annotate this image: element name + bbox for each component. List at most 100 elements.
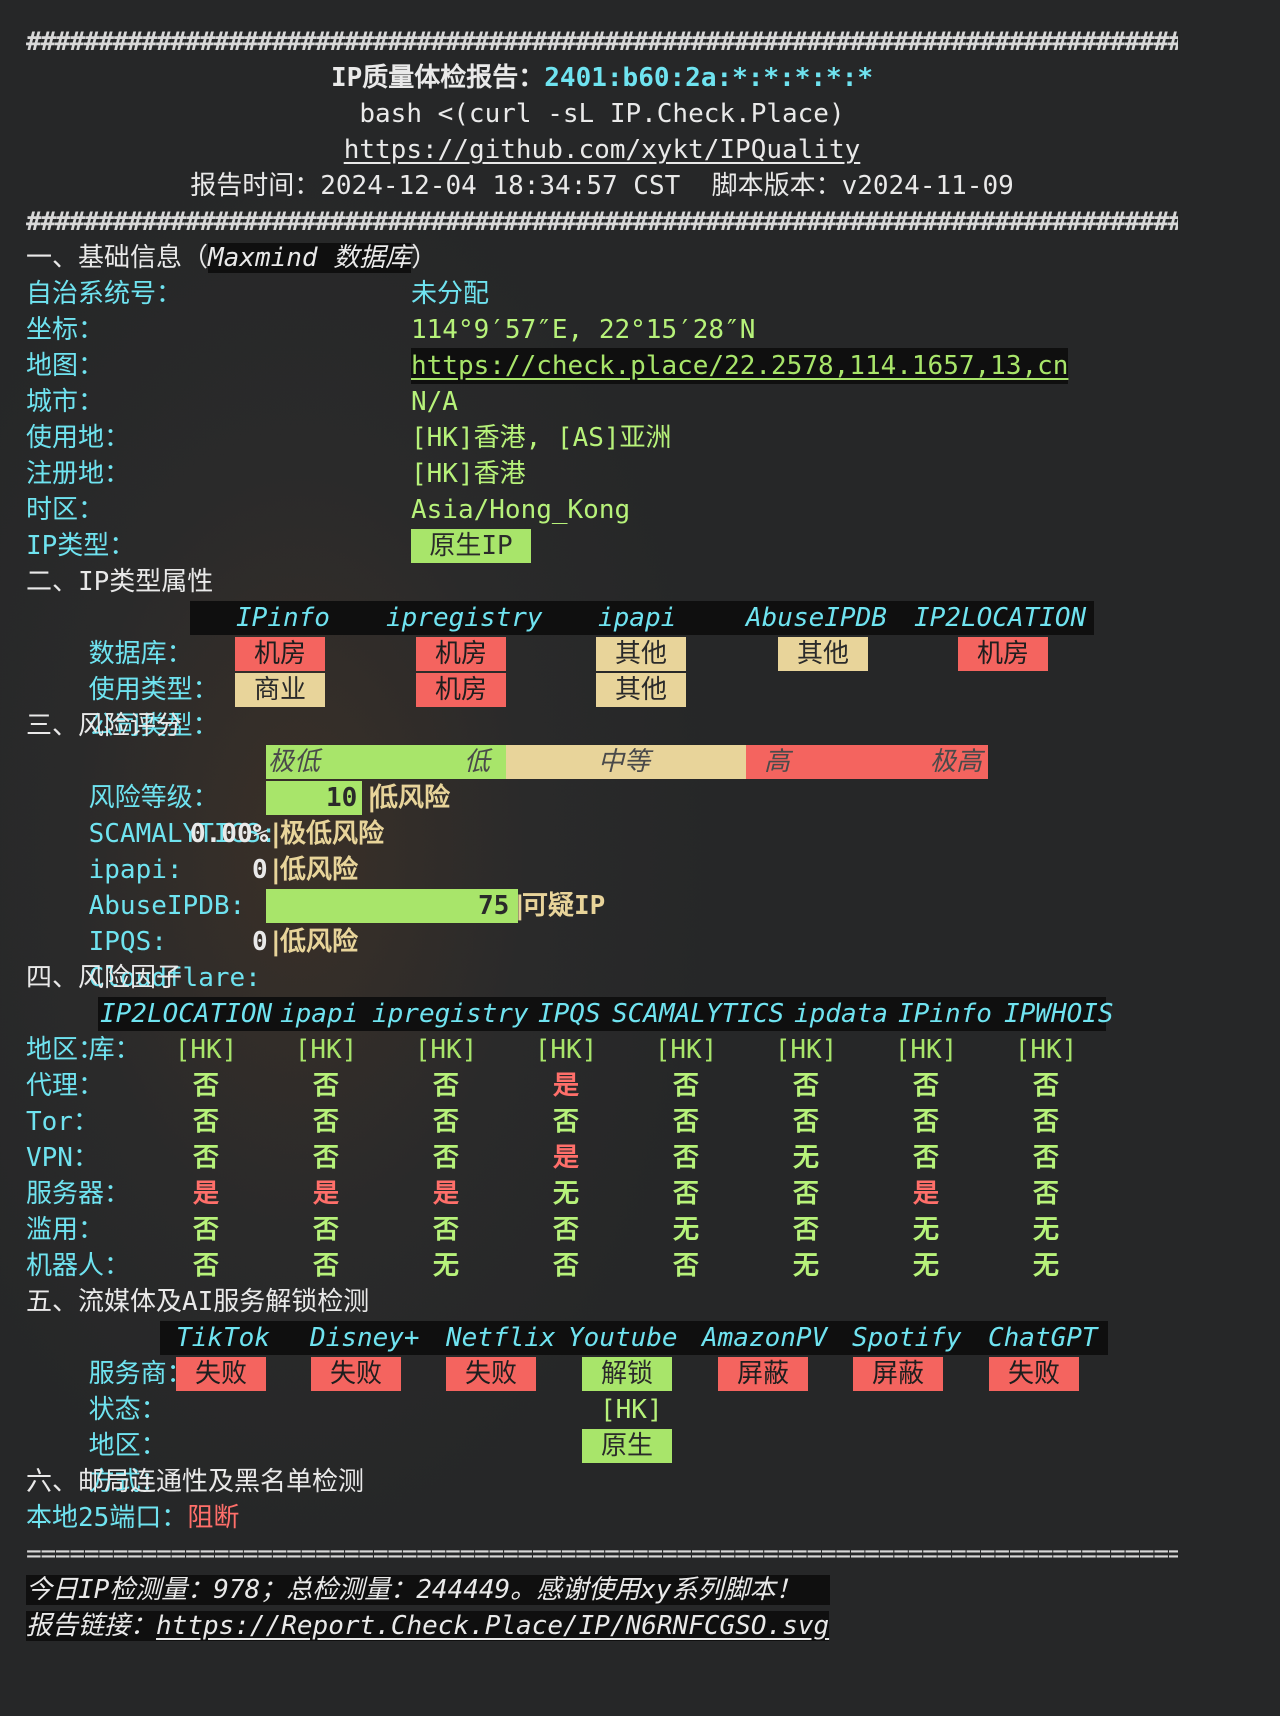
repo-link[interactable]: https://github.com/xykt/IPQuality: [343, 135, 861, 165]
factor-cell: [HK]: [654, 1035, 718, 1065]
type-db-header-bg: [190, 601, 1094, 635]
reg-place-row: 注册地：[HK]香港: [26, 456, 1186, 492]
risk-score: 0: [252, 927, 268, 957]
type-db-row: 数据库： IPinfo ipregistry ipapi AbuseIPDB I…: [26, 600, 1186, 669]
factor-lib-ipinfo: IPinfo: [898, 999, 992, 1029]
factor-cell: 是: [552, 1071, 579, 1101]
factor-cell: 无: [1032, 1215, 1059, 1245]
factor-cell: 否: [312, 1215, 339, 1245]
factor-row: Tor：否否否否否否否否: [26, 1104, 1186, 1140]
mail-port-row: 本地25端口：阻断: [26, 1500, 1186, 1536]
section-basic-title-end: ）: [411, 243, 438, 273]
factor-row-label: 滥用：: [26, 1215, 105, 1245]
report-title: IP质量体检报告：2401:b60:2a:*:*:*:*:*: [26, 60, 1178, 96]
footer-count-text: 今日IP检测量：978；总检测量：244449。感谢使用xy系列脚本！: [26, 1575, 830, 1605]
factor-cell: 否: [912, 1143, 939, 1173]
type-company-label: 公司类型：: [88, 711, 219, 741]
section-basic-db: Maxmind 数据库: [208, 243, 412, 273]
factor-cell: 是: [192, 1179, 219, 1209]
report-title-label: IP质量体检报告：: [330, 63, 545, 93]
factor-cell: 无: [792, 1143, 819, 1173]
risk-verdict: 低风险: [280, 927, 359, 957]
factor-cell: 是: [912, 1179, 939, 1209]
factor-cell: 是: [552, 1143, 579, 1173]
reg-place-label: 注册地：: [26, 459, 131, 489]
risk-bar-sep: |: [268, 855, 284, 885]
streaming-method-label: 方式：: [88, 1467, 167, 1497]
map-link[interactable]: https://check.place/22.2578,114.1657,13,…: [411, 348, 1069, 384]
streaming-status-row: 状态： 失败 失败 失败 解锁 屏蔽 屏蔽 失败: [26, 1356, 1186, 1425]
factor-lib-ipqs: IPQS: [538, 999, 601, 1029]
factor-cell: [HK]: [534, 1035, 598, 1065]
streaming-status-label: 状态：: [88, 1395, 167, 1425]
streaming-provider-row: 服务商： TikTok Disney+ Netflix Youtube Amaz…: [26, 1320, 1186, 1389]
map-label: 地图：: [26, 351, 105, 381]
asn-row: 自治系统号：未分配: [26, 276, 1186, 312]
risk-row-abuseipdb: AbuseIPDB: 0 | 低风险: [26, 852, 1186, 921]
mail-port-status: 阻断: [187, 1503, 240, 1533]
streaming-provider-chatgpt: ChatGPT: [988, 1323, 1098, 1353]
factor-lib-ipwhois: IPWHOIS: [1004, 999, 1114, 1029]
factor-row: 滥用：否否否否无否无无: [26, 1212, 1186, 1248]
factor-cell: [HK]: [774, 1035, 838, 1065]
factor-cell: 否: [312, 1071, 339, 1101]
mail-port-label: 本地25端口：: [26, 1503, 188, 1533]
factor-cell: 无: [912, 1215, 939, 1245]
timezone-value: Asia/Hong_Kong: [411, 495, 631, 525]
factor-cell: 否: [792, 1107, 819, 1137]
type-usage-cell: 机房: [416, 637, 506, 671]
factor-cell: 否: [432, 1215, 459, 1245]
factor-lib-header-bg: [98, 997, 1106, 1031]
section-risk-heading: 三、风险评分: [26, 711, 183, 741]
type-company-cell: 商业: [235, 673, 325, 707]
factor-cell: 否: [432, 1107, 459, 1137]
risk-row-scamalytics: SCAMALYTICS: 10 | 低风险: [26, 780, 1186, 849]
streaming-method-youtube: 原生: [582, 1429, 672, 1463]
risk-scale-low: 低: [464, 747, 491, 777]
risk-row-cloudflare: Cloudflare: 0 | 低风险: [26, 924, 1186, 993]
factor-cell: 否: [192, 1107, 219, 1137]
footer-report-link[interactable]: https://Report.Check.Place/IP/N6RNFCGSO.…: [156, 1611, 830, 1641]
factor-row-label: 机器人：: [26, 1251, 131, 1281]
factor-cell: 是: [432, 1179, 459, 1209]
factor-cell: 否: [672, 1107, 699, 1137]
factor-row-label: 服务器：: [26, 1179, 131, 1209]
section-factors-heading: 四、风险因子: [26, 963, 183, 993]
risk-scale-very-low: 极低: [268, 747, 321, 777]
factor-cell: 否: [312, 1143, 339, 1173]
factor-cell: 否: [192, 1215, 219, 1245]
hash-divider-top: ########################################…: [26, 27, 1178, 57]
iptype-badge: 原生IP: [411, 529, 531, 563]
streaming-status-cell: 失败: [446, 1357, 536, 1391]
factor-lib-ipdata: ipdata: [794, 999, 888, 1029]
factor-cell: 无: [552, 1179, 579, 1209]
risk-row-label: AbuseIPDB:: [88, 891, 246, 921]
asn-value: 未分配: [411, 279, 490, 309]
factor-row-label: VPN：: [26, 1143, 99, 1173]
factor-cell: 否: [432, 1143, 459, 1173]
risk-row-ipapi: ipapi: 0.00% | 极低风险: [26, 816, 1186, 885]
factor-cell: [HK]: [894, 1035, 958, 1065]
factor-cell: 否: [672, 1251, 699, 1281]
factor-cell: 否: [552, 1251, 579, 1281]
factor-row-label: 地区：: [26, 1035, 105, 1065]
factor-cell: 否: [1032, 1107, 1059, 1137]
streaming-region-youtube: [HK]: [600, 1395, 663, 1425]
type-company-cell: 机房: [416, 673, 506, 707]
streaming-status-cell: 失败: [176, 1357, 266, 1391]
section-streaming-heading: 五、流媒体及AI服务解锁检测: [26, 1287, 370, 1317]
factor-row: 地区：[HK][HK][HK][HK][HK][HK][HK][HK]: [26, 1032, 1186, 1068]
usage-place-label: 使用地：: [26, 423, 131, 453]
risk-bar-fill: [266, 781, 362, 815]
streaming-provider-amazonpv: AmazonPV: [702, 1323, 828, 1353]
factor-cell: 否: [672, 1143, 699, 1173]
factor-cell: 否: [672, 1179, 699, 1209]
risk-level-row: 风险等级： 极低 低 中等 高 极高: [26, 744, 1186, 813]
factor-cell: [HK]: [1014, 1035, 1078, 1065]
section-basic-heading: 一、基础信息（Maxmind 数据库）: [26, 240, 1186, 276]
iptype-label: IP类型：: [26, 531, 136, 561]
usage-place-row: 使用地：[HK]香港, [AS]亚洲: [26, 420, 1186, 456]
type-usage-cell: 其他: [778, 637, 868, 671]
streaming-provider-label: 服务商：: [88, 1359, 193, 1389]
risk-score: 0: [252, 855, 268, 885]
